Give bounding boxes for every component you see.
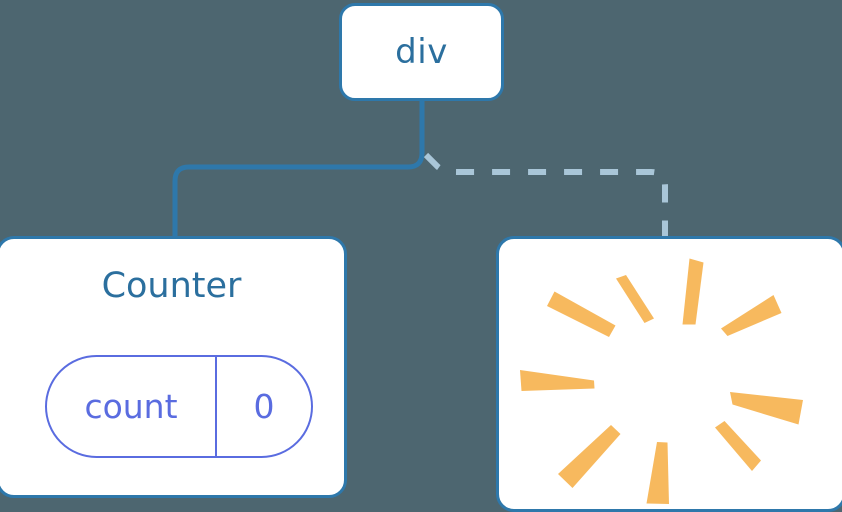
sparkle-ray-4 <box>520 370 595 391</box>
node-div-label: div <box>395 32 448 72</box>
state-value-label: 0 <box>253 387 275 426</box>
state-key-label: count <box>47 357 217 456</box>
state-pill[interactable]: count 0 <box>45 355 313 458</box>
sparkle-ray-6 <box>646 442 669 504</box>
node-sparkle[interactable] <box>496 236 842 512</box>
node-counter[interactable]: Counter count 0 <box>0 236 347 498</box>
sparkle-ray-2 <box>616 275 654 323</box>
sparkle-ray-9 <box>721 295 782 336</box>
sparkle-ray-7 <box>715 421 761 471</box>
node-div[interactable]: div <box>339 3 504 101</box>
edge-div-to-counter <box>172 98 425 243</box>
sparkle-ray-3 <box>547 291 616 337</box>
sparkle-burst-icon <box>520 258 803 504</box>
edge-div-to-sparkle <box>423 152 668 240</box>
sparkle-ray-5 <box>558 425 621 488</box>
sparkle-ray-1 <box>682 258 704 325</box>
node-counter-label: Counter <box>101 266 242 306</box>
sparkle-ray-8 <box>730 392 803 425</box>
